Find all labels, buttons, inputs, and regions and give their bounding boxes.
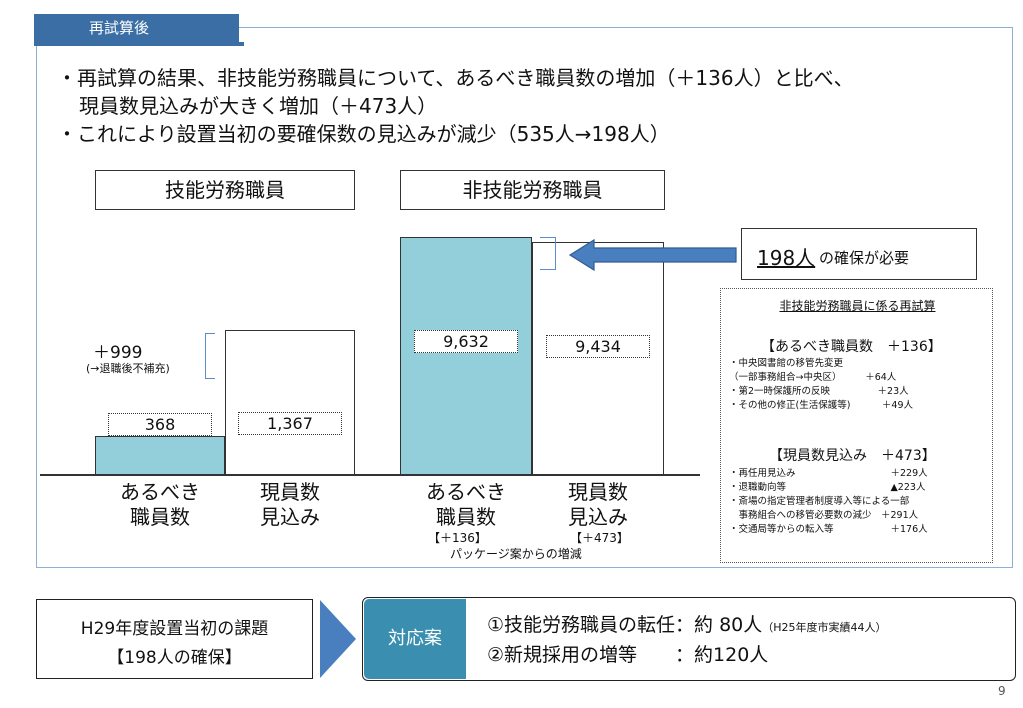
panel-sec2-line: ・再任用見込み ＋229人	[729, 468, 928, 479]
panel-sec1-title: 【あるべき職員数 ＋136】	[761, 339, 942, 355]
panel-sec1-line: ・その他の修正(生活保護等) ＋49人	[729, 400, 914, 411]
bullet-1-cont: 現員数見込みが大きく増加（＋473人）	[79, 94, 438, 118]
section-tab	[34, 14, 239, 42]
action-label: 対応案	[364, 599, 466, 679]
panel-sec1-line: （一部事務組合→中央区） ＋64人	[729, 372, 897, 383]
action-box	[362, 597, 1016, 681]
left-gap-bracket	[205, 333, 215, 379]
panel-sec2-title: 【現員数見込み ＋473】	[769, 448, 936, 464]
chevron-right-icon	[320, 600, 356, 678]
panel-sec2-line: 事務組合への移管必要数の減少 ＋291人	[729, 510, 919, 521]
panel-sec2-line: ・交通局等からの転入等 ＋176人	[729, 524, 928, 535]
action-line-2: ②新規採用の増等 ：約120人	[487, 644, 769, 666]
action-line-1: ①技能労務職員の転任：約 80人（H25年度市実績44人）	[487, 610, 887, 637]
need-text: の確保が必要	[819, 249, 910, 267]
panel-sec2-line: ・退職動向等 ▲223人	[729, 482, 926, 493]
section-tab-underline	[34, 42, 244, 46]
action-line-1-note: （H25年度市実績44人）	[762, 621, 887, 634]
package-diff-note: パッケージ案からの増減	[450, 547, 582, 561]
issue-box: H29年度設置当初の課題 【198人の確保】	[36, 599, 313, 679]
panel-title: 非技能労務職員に係る再試算	[779, 299, 936, 313]
section-tab-label: 再試算後	[88, 19, 149, 37]
diff-note-right: 【＋473】	[570, 531, 629, 545]
right-gap-bracket	[540, 237, 556, 270]
plus999-note: (→退職後不補充)	[86, 362, 170, 375]
diff-note-left: 【＋136】	[428, 531, 487, 545]
issue-line-2: 【198人の確保】	[107, 648, 242, 668]
action-line-1-main: ①技能労務職員の転任：約 80人	[487, 614, 763, 636]
issue-line-1: H29年度設置当初の課題	[80, 619, 269, 639]
chart-baseline	[40, 474, 700, 476]
need-callout: 198人 の確保が必要	[741, 228, 977, 280]
plus999-label: ＋999	[93, 343, 143, 363]
bullet-2: ・これにより設置当初の要確保数の見込みが減少（535人→198人）	[57, 122, 670, 146]
group-title-right: 非技能労務職員	[400, 170, 665, 210]
panel-sec1-line: ・中央図書館の移管先変更	[729, 358, 844, 369]
recalc-panel: 非技能労務職員に係る再試算 【あるべき職員数 ＋136】 ・中央図書館の移管先変…	[720, 288, 993, 563]
page-number: 9	[998, 684, 1006, 698]
panel-sec1-line: ・第2一時保護所の反映 ＋23人	[729, 386, 909, 397]
panel-sec2-line: ・斎場の指定管理者制度導入等による一部	[729, 496, 910, 507]
bullet-1: ・再試算の結果、非技能労務職員について、あるべき職員数の増加（＋136人）と比べ…	[57, 66, 854, 90]
need-number: 198人	[757, 246, 816, 270]
arrow-left-icon	[568, 238, 737, 272]
group-title-left: 技能労務職員	[95, 170, 355, 210]
